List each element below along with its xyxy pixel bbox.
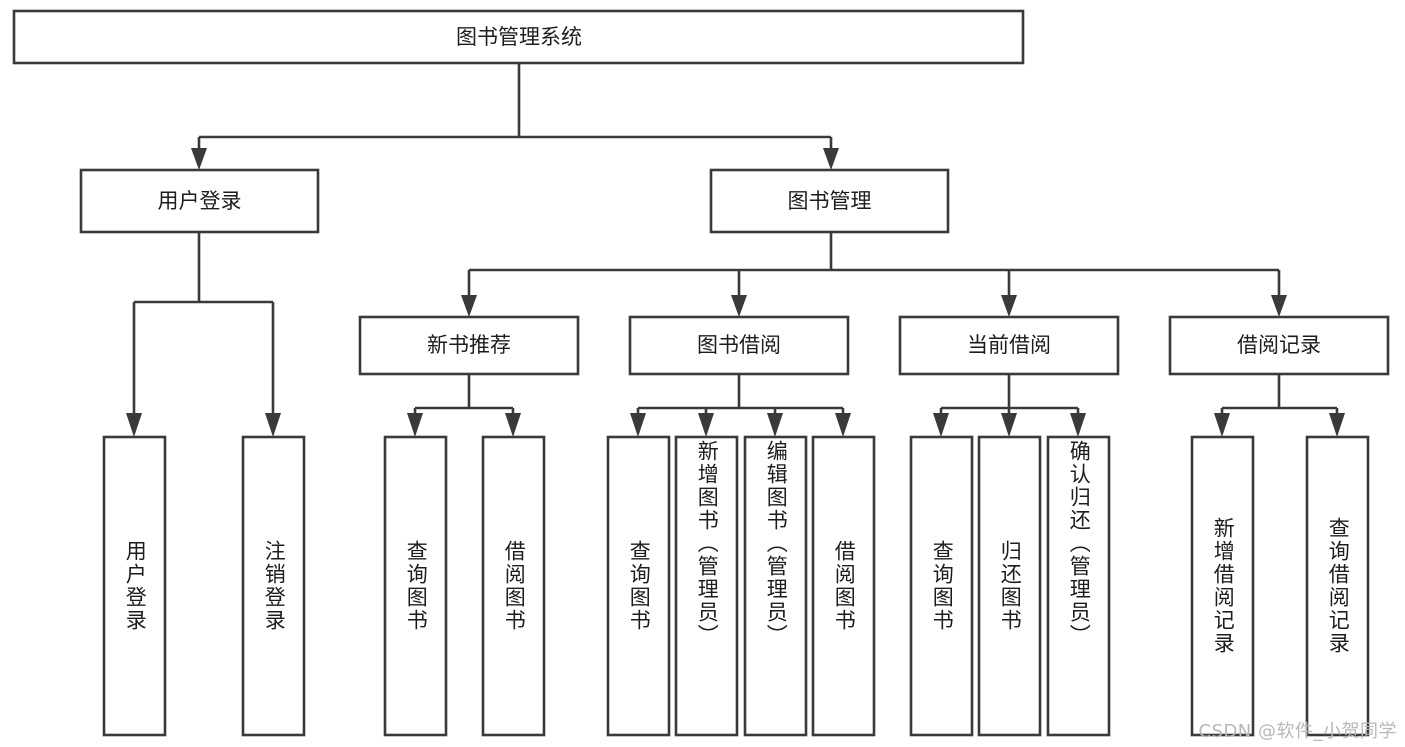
node-root-label: 图书管理系统 bbox=[456, 25, 582, 49]
arrow-to-leaf-query-book-2 bbox=[630, 413, 646, 437]
arrow-to-leaf-add-record bbox=[1214, 413, 1230, 437]
node-book-borrow-label: 图书借阅 bbox=[697, 333, 781, 357]
arrow-to-new-book-recommend bbox=[461, 295, 477, 317]
arrow-to-user-login bbox=[191, 148, 207, 170]
leaf-user-login-box[interactable] bbox=[102, 435, 167, 737]
leaf-query-record-box[interactable] bbox=[1305, 435, 1370, 737]
arrow-to-leaf-query-record bbox=[1329, 413, 1345, 437]
leaf-return-book-box[interactable] bbox=[977, 435, 1042, 737]
node-borrow-record-box[interactable] bbox=[1168, 315, 1390, 376]
leaf-user-logout-box[interactable] bbox=[241, 435, 306, 737]
arrow-to-leaf-query-book-3 bbox=[933, 413, 949, 437]
arrow-to-book-borrow bbox=[731, 295, 747, 317]
node-current-borrow-box[interactable] bbox=[898, 315, 1120, 376]
node-root-box[interactable] bbox=[12, 9, 1025, 65]
arrow-to-leaf-user-login bbox=[126, 413, 142, 437]
arrow-to-leaf-query-book-1 bbox=[407, 413, 423, 437]
node-borrow-record-label: 借阅记录 bbox=[1237, 333, 1321, 357]
leaf-borrow-book-1-box[interactable] bbox=[481, 435, 546, 737]
arrow-to-leaf-confirm-return bbox=[1070, 413, 1086, 437]
leaf-query-book-2-box[interactable] bbox=[606, 435, 671, 737]
node-new-book-recommend-label: 新书推荐 bbox=[427, 333, 511, 357]
arrow-to-leaf-borrow-book-2 bbox=[835, 413, 851, 437]
node-user-login-box[interactable] bbox=[79, 168, 320, 234]
arrow-to-leaf-edit-book bbox=[767, 413, 783, 437]
node-current-borrow-label: 当前借阅 bbox=[967, 333, 1051, 357]
node-book-manage-box[interactable] bbox=[709, 168, 950, 234]
leaf-query-book-1-box[interactable] bbox=[383, 435, 448, 737]
arrow-to-borrow-record bbox=[1271, 295, 1287, 317]
arrow-to-leaf-return-book bbox=[1001, 413, 1017, 437]
leaf-borrow-book-2-box[interactable] bbox=[811, 435, 876, 737]
leaf-edit-book-box[interactable] bbox=[743, 435, 808, 737]
leaf-add-book-box[interactable] bbox=[674, 435, 739, 737]
csdn-watermark: CSDN @软件_小贺同学 bbox=[1198, 721, 1397, 742]
leaf-add-record-box[interactable] bbox=[1190, 435, 1255, 737]
node-new-book-recommend-box[interactable] bbox=[358, 315, 580, 376]
leaf-query-book-3-box[interactable] bbox=[909, 435, 974, 737]
arrow-to-leaf-user-logout bbox=[265, 413, 281, 437]
arrow-to-leaf-borrow-book-1 bbox=[505, 413, 521, 437]
node-book-manage-label: 图书管理 bbox=[788, 189, 872, 213]
arrow-to-book-manage bbox=[823, 148, 839, 170]
leaf-confirm-return-box[interactable] bbox=[1046, 435, 1111, 737]
connectors bbox=[126, 63, 1345, 437]
node-book-borrow-box[interactable] bbox=[628, 315, 850, 376]
arrow-to-leaf-add-book bbox=[698, 413, 714, 437]
node-user-login-label: 用户登录 bbox=[158, 189, 242, 213]
node-boxes: 图书管理系统 用户登录 图书管理 新书推荐 图书借阅 当前借阅 借阅记录 bbox=[12, 9, 1390, 737]
arrow-to-current-borrow bbox=[1001, 295, 1017, 317]
